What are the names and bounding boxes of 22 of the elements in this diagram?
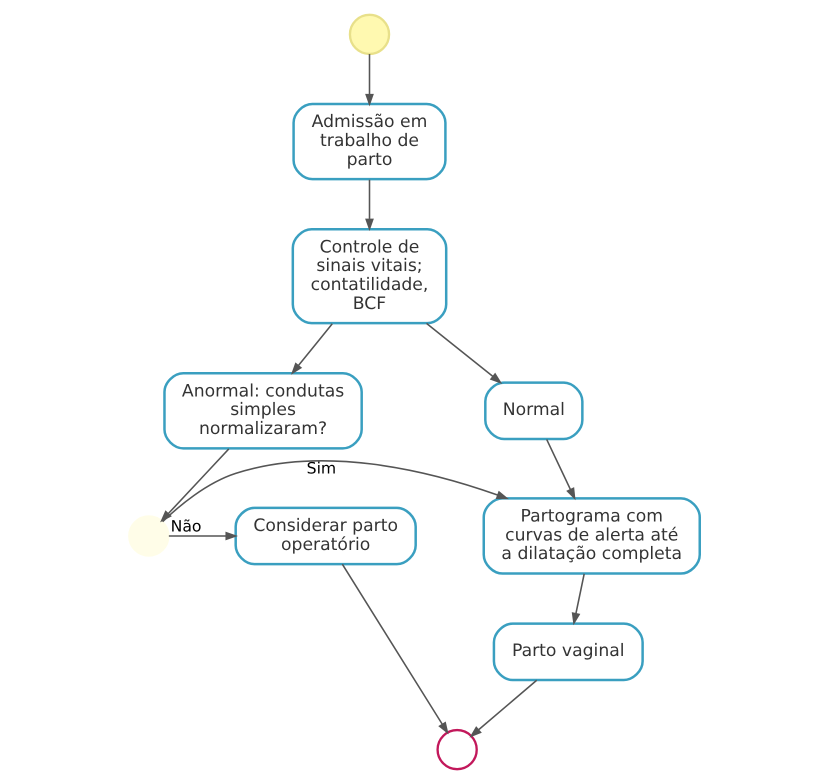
node-box: Normal [484,381,584,440]
node-box: Anormal: condutas simples normalizaram? [163,372,363,450]
node-box: Admissão em trabalho de parto [292,102,447,180]
arrow [365,54,374,106]
node-box: Parto vaginal [492,622,644,682]
arrow [546,439,576,500]
edge-label: Sim [306,458,336,478]
arrow [469,680,538,738]
arrow [162,460,509,522]
edge-label: Não [170,516,202,536]
node-box: Controle de sinais vitais; contatilidade, BCF [292,228,448,324]
arrow [365,180,374,232]
node-circle [348,14,390,56]
node-circle [128,515,170,557]
node-circle [436,728,478,770]
arrow [426,322,502,384]
arrow [572,574,585,626]
arrow [290,323,333,375]
node-box: Considerar parto operatório [234,506,417,566]
arrow [342,564,449,734]
node-box: Partograma com curvas de alerta até a dilatação completa [482,497,701,575]
arrow [168,532,238,540]
